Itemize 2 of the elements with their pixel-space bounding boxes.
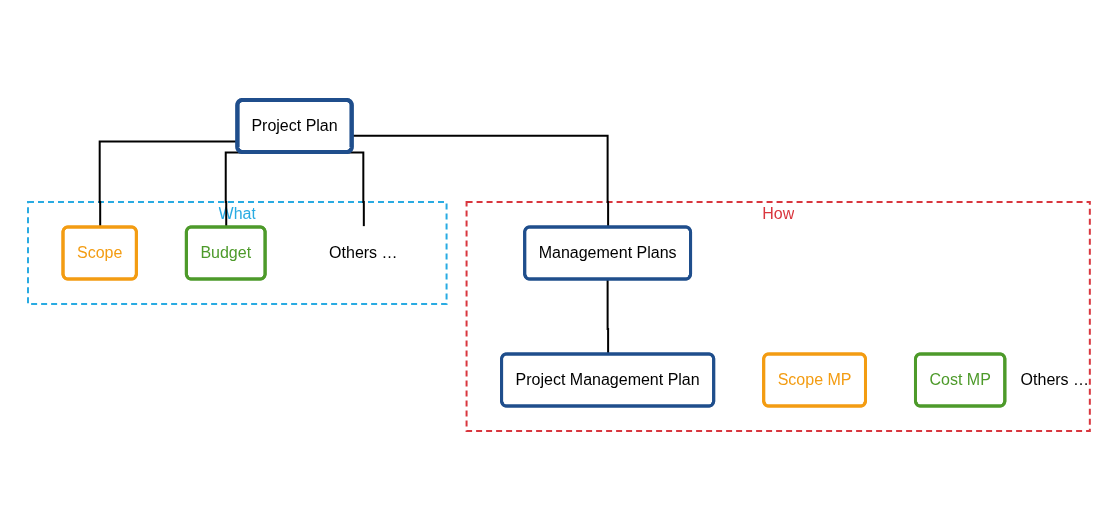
node-text: Others … — [1020, 371, 1089, 388]
node-text: Others … — [328, 244, 398, 261]
